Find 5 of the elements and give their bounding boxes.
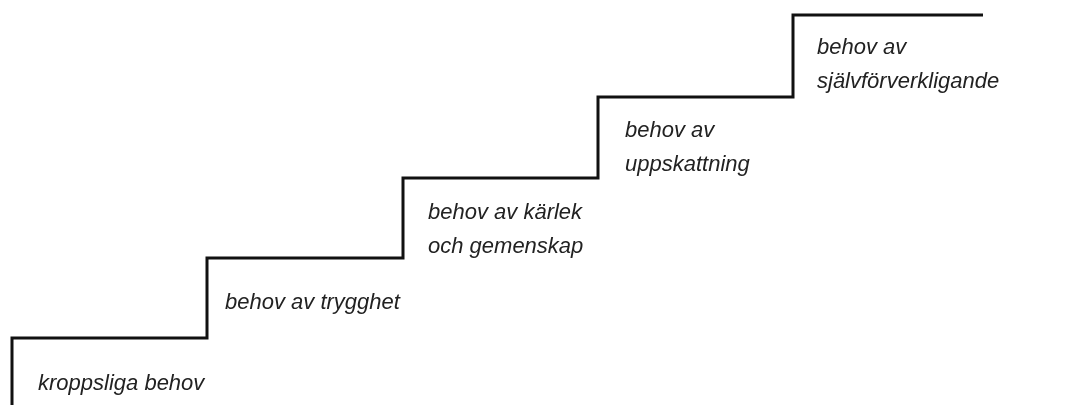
step-label: behov av trygghet xyxy=(225,288,402,316)
step-label: behov av kärlek och gemenskap xyxy=(428,198,585,260)
step-label: behov av uppskattning xyxy=(625,116,751,178)
step-label: kroppsliga behov xyxy=(38,369,206,397)
step-label: behov av självförverkligande xyxy=(817,33,1001,95)
